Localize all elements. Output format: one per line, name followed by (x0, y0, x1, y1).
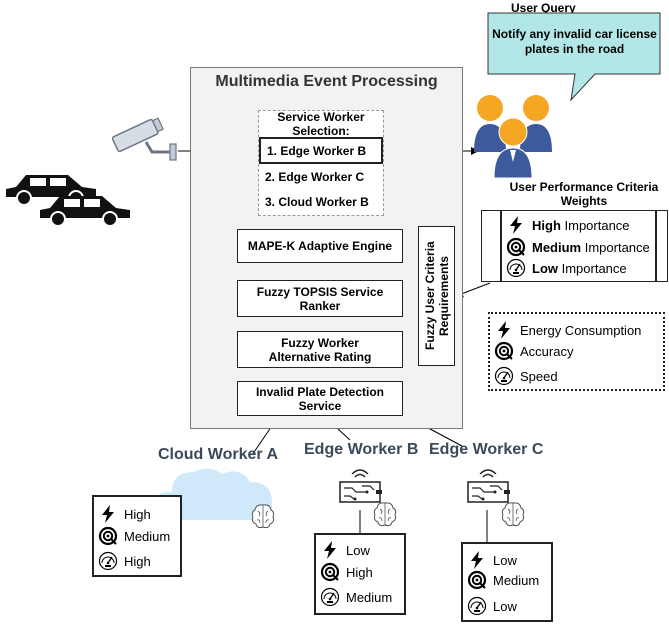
lightning-icon (102, 505, 114, 523)
speedometer-icon (320, 587, 340, 607)
legend-box (488, 312, 665, 391)
topsis-ranker-box: Fuzzy TOPSIS Service Ranker (237, 280, 403, 317)
weight-suffix: Importance (560, 217, 630, 233)
user-query-title: User Query (511, 1, 576, 15)
worker-rating-box: Fuzzy Worker Alternative Rating (237, 331, 403, 368)
edge-c-speed: Low (467, 596, 517, 616)
cloud-a-energy-value: High (124, 506, 151, 522)
lightning-icon (471, 551, 483, 569)
cars-icon (6, 175, 130, 227)
plate-detection-box: Invalid Plate Detection Service (237, 381, 403, 416)
weight-level: Low (532, 260, 558, 276)
cloud-a-accuracy-value: Medium (124, 528, 171, 544)
user-query-bubble (487, 12, 661, 102)
surveillance-camera-icon (111, 117, 177, 161)
brain-icon (501, 502, 525, 527)
edge-b-energy: Low (320, 540, 370, 560)
accuracy-target-icon (98, 526, 118, 546)
weight-row-high: High Importance (506, 215, 630, 235)
weights-title: User Performance Criteria Weights (509, 180, 659, 208)
selection-item-3: 3. Cloud Worker B (265, 195, 369, 209)
brain-icon (251, 504, 275, 529)
edge-c-speed-value: Low (493, 598, 517, 614)
edge-worker-c-label: Edge Worker C (429, 441, 544, 458)
weight-row-low: Low Importance (506, 258, 627, 278)
speedometer-icon (98, 551, 118, 571)
edge-device-icon (467, 469, 510, 503)
lightning-icon (498, 321, 510, 339)
edge-device-icon (339, 469, 382, 503)
cloud-worker-a-label: Cloud Worker A (158, 446, 279, 463)
mapek-engine-box: MAPE-K Adaptive Engine (237, 229, 403, 263)
accuracy-target-icon (506, 237, 526, 257)
edge-c-accuracy: Medium (467, 570, 539, 590)
accuracy-target-icon (467, 570, 487, 590)
speedometer-icon (467, 596, 487, 616)
weights-divider-right (655, 210, 657, 282)
weight-level: Medium (532, 239, 582, 255)
brain-icon (373, 502, 397, 527)
lightning-icon (324, 541, 336, 559)
legend-label: Energy Consumption (520, 322, 642, 338)
cloud-a-speed-value: High (124, 553, 151, 569)
cloud-a-speed: High (98, 551, 151, 571)
selection-title: Service Worker Selection: (277, 110, 365, 138)
fuzzy-requirements-box: Fuzzy User Criteria Requirements (418, 226, 455, 366)
edge-b-speed: Medium (320, 587, 392, 607)
legend-label: Speed (520, 368, 558, 384)
cloud-a-energy: High (98, 504, 151, 524)
legend-item-accuracy: Accuracy (494, 341, 573, 361)
mep-title: Multimedia Event Processing (215, 73, 438, 90)
edge-b-accuracy-value: High (346, 564, 373, 580)
edge-c-energy-value: Low (493, 552, 517, 568)
legend-label: Accuracy (520, 343, 574, 359)
edge-b-energy-value: Low (346, 542, 370, 558)
legend-item-speed: Speed (494, 366, 558, 386)
weight-row-medium: Medium Importance (506, 237, 650, 257)
cloud-a-accuracy: Medium (98, 526, 170, 546)
edge-worker-b-label: Edge Worker B (304, 441, 419, 458)
users-group-icon (474, 95, 552, 179)
accuracy-target-icon (320, 562, 340, 582)
weights-divider-left (500, 210, 502, 282)
edge-c-energy: Low (467, 550, 517, 570)
lightning-icon (510, 216, 522, 234)
speedometer-icon (506, 258, 526, 278)
cloud-icon (153, 468, 273, 520)
selection-item-2: 2. Edge Worker C (265, 170, 365, 184)
speedometer-icon (494, 366, 514, 386)
fuzzy-requirements-label: Fuzzy User Criteria Requirements (422, 241, 451, 351)
weight-suffix: Importance (558, 260, 627, 276)
edge-b-speed-value: Medium (346, 589, 393, 605)
edge-b-accuracy: High (320, 562, 373, 582)
weight-suffix: Importance (581, 239, 650, 255)
weight-level: High (532, 217, 561, 233)
legend-item-energy: Energy Consumption (494, 320, 641, 340)
selection-item-1: 1. Edge Worker B (259, 137, 383, 164)
user-query-text: Notify any invalid car license plates in… (492, 27, 657, 56)
edge-c-accuracy-value: Medium (493, 572, 540, 588)
accuracy-target-icon (494, 341, 514, 361)
